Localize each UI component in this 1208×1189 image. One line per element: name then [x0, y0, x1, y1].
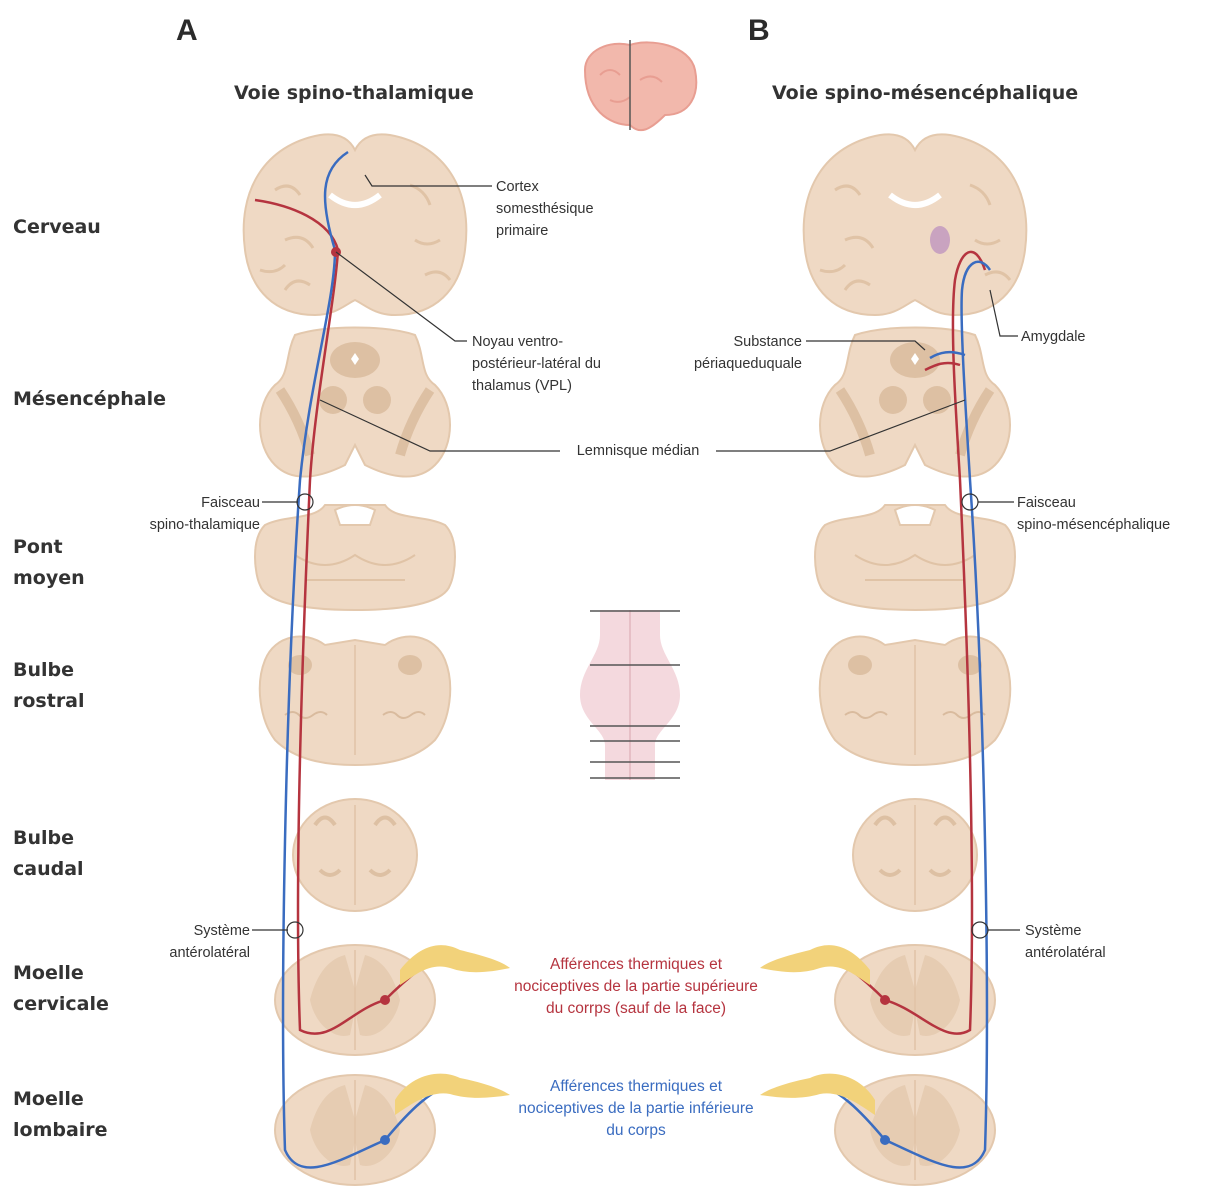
panel-b-slices: [804, 134, 1027, 1185]
systeme-marker-a: [287, 922, 303, 938]
afferent-upper-text: Afférences thermiques et nociceptives de…: [486, 954, 786, 1020]
label-substance: Substance périaqueduquale: [690, 331, 802, 375]
row-label-bulbe-caudal: Bulbe caudal: [13, 823, 84, 885]
label-systeme-a: Système antérolatéral: [120, 920, 250, 964]
cord-neuron-a-upper: [380, 995, 390, 1005]
label-amygdale: Amygdale: [1021, 326, 1085, 348]
row-label-cerveau: Cerveau: [13, 212, 101, 243]
afferent-lower-text: Afférences thermiques et nociceptives de…: [486, 1076, 786, 1142]
brainstem-schematic: [580, 610, 680, 780]
cord-neuron-b-lower: [880, 1135, 890, 1145]
cord-neuron-a-lower: [380, 1135, 390, 1145]
label-vpl: Noyau ventro- postérieur-latéral du thal…: [472, 331, 601, 397]
row-label-pont: Pont moyen: [13, 532, 85, 594]
panel-a-slices: [244, 134, 467, 1185]
row-label-moelle-lombaire: Moelle lombaire: [13, 1084, 108, 1146]
label-faisceau-b: Faisceau spino-mésencéphalique: [1017, 492, 1170, 536]
row-label-mesencephale: Mésencéphale: [13, 384, 166, 415]
label-faisceau-a: Faisceau spino-thalamique: [110, 492, 260, 536]
brain-orientation-icon: [585, 40, 696, 130]
amygdala-region: [930, 226, 950, 254]
row-label-moelle-cervicale: Moelle cervicale: [13, 958, 109, 1020]
label-systeme-b: Système antérolatéral: [1025, 920, 1106, 964]
cord-neuron-b-upper: [880, 995, 890, 1005]
label-cortex: Cortex somesthésique primaire: [496, 176, 594, 242]
row-label-bulbe-rostral: Bulbe rostral: [13, 655, 85, 717]
label-lemnisque: Lemnisque médian: [560, 440, 716, 462]
